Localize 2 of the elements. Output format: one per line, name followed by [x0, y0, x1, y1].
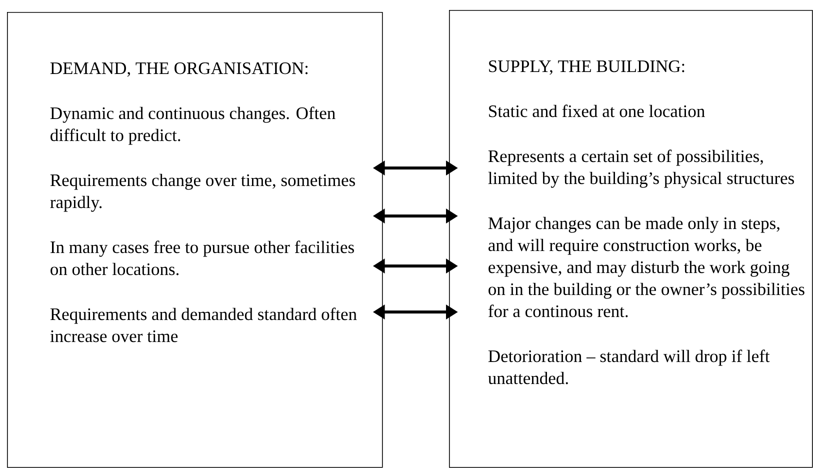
text-panel: SUPPLY, THE BUILDING: Static and fixed at one location Represents a certain set of possibilities, limited by the building’s physical structures Major changes can be made only in steps, and will require construction works, be expensive, and may disturb the work going on in the building or the owner’s possibilities for a continous rent. Detorioration – standard will drop if left unattended. — [449, 10, 813, 468]
text-panel: DEMAND, THE ORGANISATION: Dynamic and continuous changes. Often difficult to predict. Requirements change over time, sometimes rapidly. In many cases free to pursue other facilities on other locations. Requirements and demanded standard often increase over time — [7, 12, 383, 468]
